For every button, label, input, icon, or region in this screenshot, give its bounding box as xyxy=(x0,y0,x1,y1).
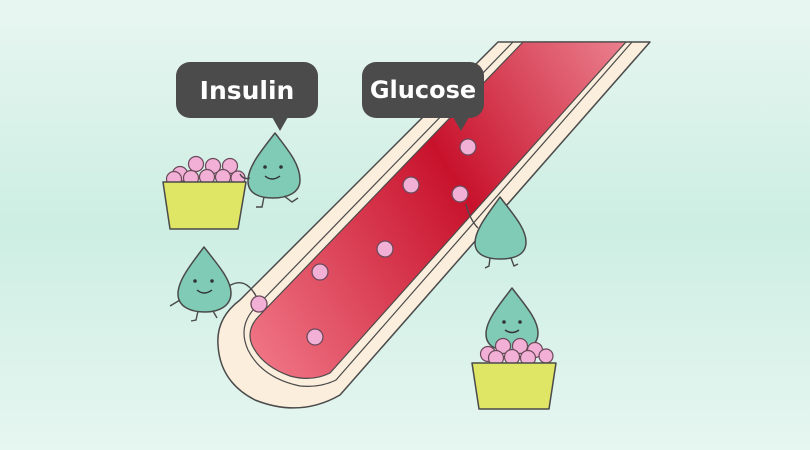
blood-vessel xyxy=(217,41,651,409)
glucose-particle xyxy=(451,185,469,203)
glucose-particles xyxy=(250,138,477,346)
glucose-particle xyxy=(306,328,324,346)
insulin-character xyxy=(465,196,527,269)
glucose-speech-bubble: Glucose xyxy=(362,62,484,131)
glucose-particle xyxy=(402,176,420,194)
glucose-label: Glucose xyxy=(369,76,477,104)
insulin-character xyxy=(485,287,539,352)
insulin-speech-bubble: Insulin xyxy=(176,62,318,131)
glucose-particle xyxy=(250,295,268,313)
glucose-particle xyxy=(311,263,329,281)
insulin-label: Insulin xyxy=(199,75,295,105)
glucose-particle xyxy=(376,240,394,258)
glucose-basket-bottom-right xyxy=(471,287,557,410)
vessel-blood xyxy=(249,41,627,379)
insulin-character xyxy=(169,246,257,322)
insulin-character xyxy=(239,132,301,208)
glucose-particle xyxy=(459,138,477,156)
vessel-inner-line xyxy=(243,41,633,387)
glucose-basket-top-left xyxy=(162,155,247,230)
